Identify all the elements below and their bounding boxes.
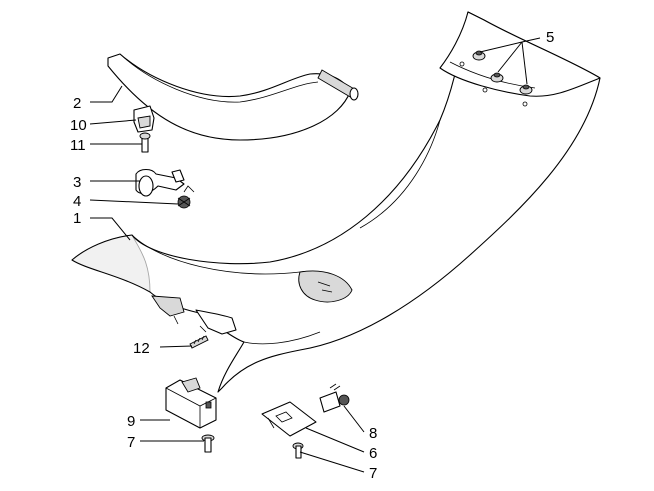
callout-7-left: 7 bbox=[127, 434, 135, 451]
callout-6: 6 bbox=[369, 445, 377, 462]
callout-labels: 1 2 3 4 5 6 7 7 8 9 10 11 12 bbox=[70, 29, 554, 482]
screw-part-12 bbox=[189, 335, 209, 349]
seat-part-2 bbox=[107, 53, 359, 141]
bolts-part-5 bbox=[459, 50, 533, 107]
callout-9: 9 bbox=[127, 413, 135, 430]
callout-2: 2 bbox=[73, 95, 81, 112]
leader-lines bbox=[89, 37, 541, 473]
bracket-part-9 bbox=[165, 377, 217, 429]
leader-6 bbox=[305, 427, 365, 453]
leader-4 bbox=[89, 199, 179, 205]
callout-7-right: 7 bbox=[369, 465, 377, 482]
callout-3: 3 bbox=[73, 174, 81, 191]
leader-1 bbox=[90, 217, 131, 241]
callout-12: 12 bbox=[133, 340, 150, 357]
leader-5-tick bbox=[521, 37, 541, 43]
screw-part-11 bbox=[139, 132, 151, 153]
latch-part-8 bbox=[319, 383, 350, 413]
callout-5: 5 bbox=[546, 29, 554, 46]
leader-5a bbox=[479, 41, 523, 53]
callout-10: 10 bbox=[70, 117, 87, 134]
leader-7b bbox=[299, 451, 365, 473]
callout-1: 1 bbox=[73, 210, 81, 227]
screw-part-7-left bbox=[201, 434, 215, 453]
leader-8 bbox=[343, 405, 365, 433]
main-panel-part-1 bbox=[71, 11, 601, 393]
leader-12 bbox=[159, 345, 193, 348]
tap-part-3 bbox=[135, 168, 185, 197]
leader-10 bbox=[89, 119, 137, 125]
callout-4: 4 bbox=[73, 193, 81, 210]
leader-2 bbox=[90, 85, 123, 103]
spring-part-4 bbox=[177, 185, 195, 209]
callout-11: 11 bbox=[70, 137, 86, 154]
clip-part-10 bbox=[133, 105, 155, 133]
plate-part-6 bbox=[261, 401, 317, 437]
leader-5c bbox=[521, 41, 528, 85]
callout-8: 8 bbox=[369, 425, 377, 442]
leader-5b bbox=[497, 41, 523, 73]
screw-part-7-right bbox=[292, 442, 304, 459]
